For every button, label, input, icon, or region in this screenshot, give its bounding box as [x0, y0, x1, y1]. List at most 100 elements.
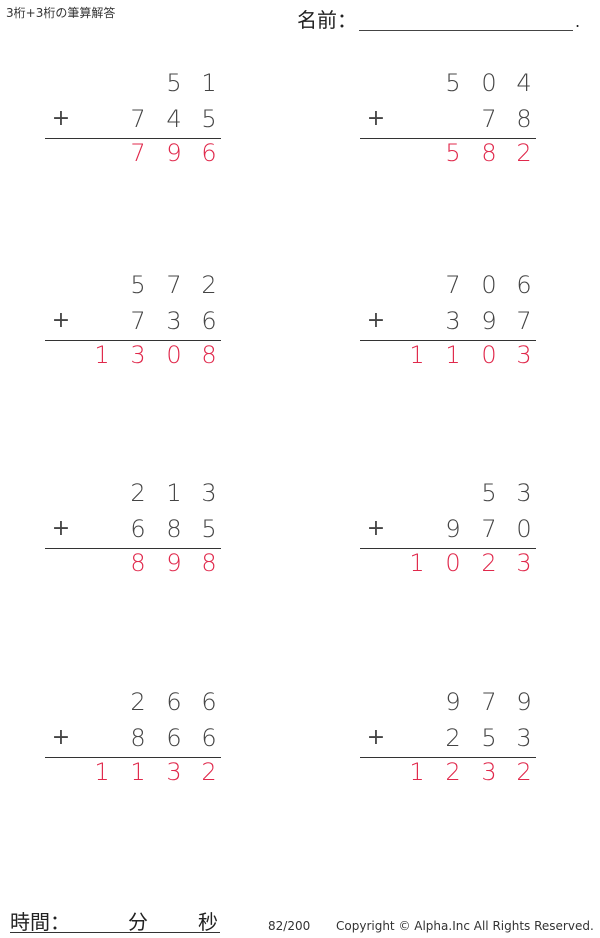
top-number: 5 7 2 [45, 268, 223, 302]
sum-line [45, 138, 221, 139]
digit: 6 [166, 688, 182, 716]
digit: 3 [516, 479, 532, 507]
answer-digit: 0 [166, 341, 182, 369]
answer-digit: 3 [516, 549, 532, 577]
digit: 6 [166, 724, 182, 752]
sum-line [360, 138, 536, 139]
digit: 0 [481, 271, 497, 299]
problem-4: 7 0 6 + 3 9 7 1 1 0 3 [360, 268, 538, 378]
plus-sign: + [366, 725, 386, 750]
top-number: 2 6 6 [45, 685, 223, 719]
digit: 8 [516, 105, 532, 133]
sum-line [360, 757, 536, 758]
copyright: Copyright © Alpha.Inc All Rights Reserve… [336, 919, 594, 933]
digit: 2 [445, 724, 461, 752]
plus-sign: + [366, 516, 386, 541]
digit: 2 [130, 688, 146, 716]
answer-digit: 3 [166, 758, 182, 786]
answer-digit: 2 [445, 758, 461, 786]
digit: 9 [445, 688, 461, 716]
plus-sign: + [51, 516, 71, 541]
sum-line [45, 757, 221, 758]
answer: 1 0 2 3 [360, 546, 538, 580]
answer-digit: 1 [409, 549, 425, 577]
name-area: 名前： . [297, 4, 587, 34]
top-number: 5 0 4 [360, 66, 538, 100]
digit: 7 [130, 307, 146, 335]
digit: 9 [516, 688, 532, 716]
digit: 7 [516, 307, 532, 335]
problem-7: 2 6 6 + 8 6 6 1 1 3 2 [45, 685, 223, 795]
seconds-label: 秒 [198, 910, 218, 934]
answer: 1 1 0 3 [360, 338, 538, 372]
digit: 5 [201, 515, 217, 543]
answer-digit: 2 [516, 758, 532, 786]
answer-digit: 0 [481, 341, 497, 369]
sum-line [360, 548, 536, 549]
answer: 8 9 8 [45, 546, 223, 580]
answer-digit: 1 [94, 758, 110, 786]
answer-digit: 0 [445, 549, 461, 577]
answer-digit: 8 [201, 549, 217, 577]
answer-digit: 1 [409, 341, 425, 369]
digit: 6 [516, 271, 532, 299]
problem-5: 2 1 3 + 6 8 5 8 9 8 [45, 476, 223, 586]
minutes-label: 分 [128, 910, 148, 934]
time-record: 時間： 分 秒 [10, 906, 220, 934]
answer-digit: 3 [130, 341, 146, 369]
top-number: 7 0 6 [360, 268, 538, 302]
digit: 0 [481, 69, 497, 97]
plus-sign: + [366, 308, 386, 333]
answer: 7 9 6 [45, 136, 223, 170]
page-number: 82/200 [268, 919, 311, 933]
answer-digit: 2 [481, 549, 497, 577]
digit: 1 [201, 69, 217, 97]
digit: 9 [481, 307, 497, 335]
digit: 8 [130, 724, 146, 752]
sum-line [45, 548, 221, 549]
top-number: 5 3 [360, 476, 538, 510]
sum-line [45, 340, 221, 341]
digit: 5 [130, 271, 146, 299]
top-number: 9 7 9 [360, 685, 538, 719]
digit: 7 [130, 105, 146, 133]
problem-1: 5 1 + 7 4 5 7 9 6 [45, 66, 223, 176]
plus-sign: + [51, 106, 71, 131]
answer: 1 3 0 8 [45, 338, 223, 372]
name-line[interactable] [359, 30, 573, 31]
plus-sign: + [366, 106, 386, 131]
digit: 2 [130, 479, 146, 507]
digit: 7 [481, 688, 497, 716]
answer-digit: 3 [516, 341, 532, 369]
bottom-number: + 7 4 5 [45, 102, 223, 136]
time-underline [10, 932, 220, 933]
digit: 4 [166, 105, 182, 133]
bottom-number: + 9 7 0 [360, 512, 538, 546]
plus-sign: + [51, 308, 71, 333]
bottom-number: + 6 8 5 [45, 512, 223, 546]
name-label: 名前： [297, 8, 357, 32]
digit: 3 [166, 307, 182, 335]
digit: 3 [201, 479, 217, 507]
bottom-number: + 2 5 3 [360, 721, 538, 755]
top-number: 2 1 3 [45, 476, 223, 510]
digit: 5 [166, 69, 182, 97]
digit: 3 [445, 307, 461, 335]
digit: 6 [201, 307, 217, 335]
digit: 7 [481, 515, 497, 543]
answer-digit: 1 [130, 758, 146, 786]
bottom-number: + 3 9 7 [360, 304, 538, 338]
answer-digit: 9 [166, 139, 182, 167]
digit: 5 [201, 105, 217, 133]
time-label: 時間： [10, 910, 70, 934]
digit: 9 [445, 515, 461, 543]
answer-digit: 8 [201, 341, 217, 369]
answer-digit: 7 [130, 139, 146, 167]
digit: 5 [481, 479, 497, 507]
digit: 0 [516, 515, 532, 543]
answer: 1 2 3 2 [360, 755, 538, 789]
bottom-number: + 8 6 6 [45, 721, 223, 755]
digit: 3 [516, 724, 532, 752]
name-end-mark: . [575, 12, 581, 31]
problem-2: 5 0 4 + 7 8 5 8 2 [360, 66, 538, 176]
